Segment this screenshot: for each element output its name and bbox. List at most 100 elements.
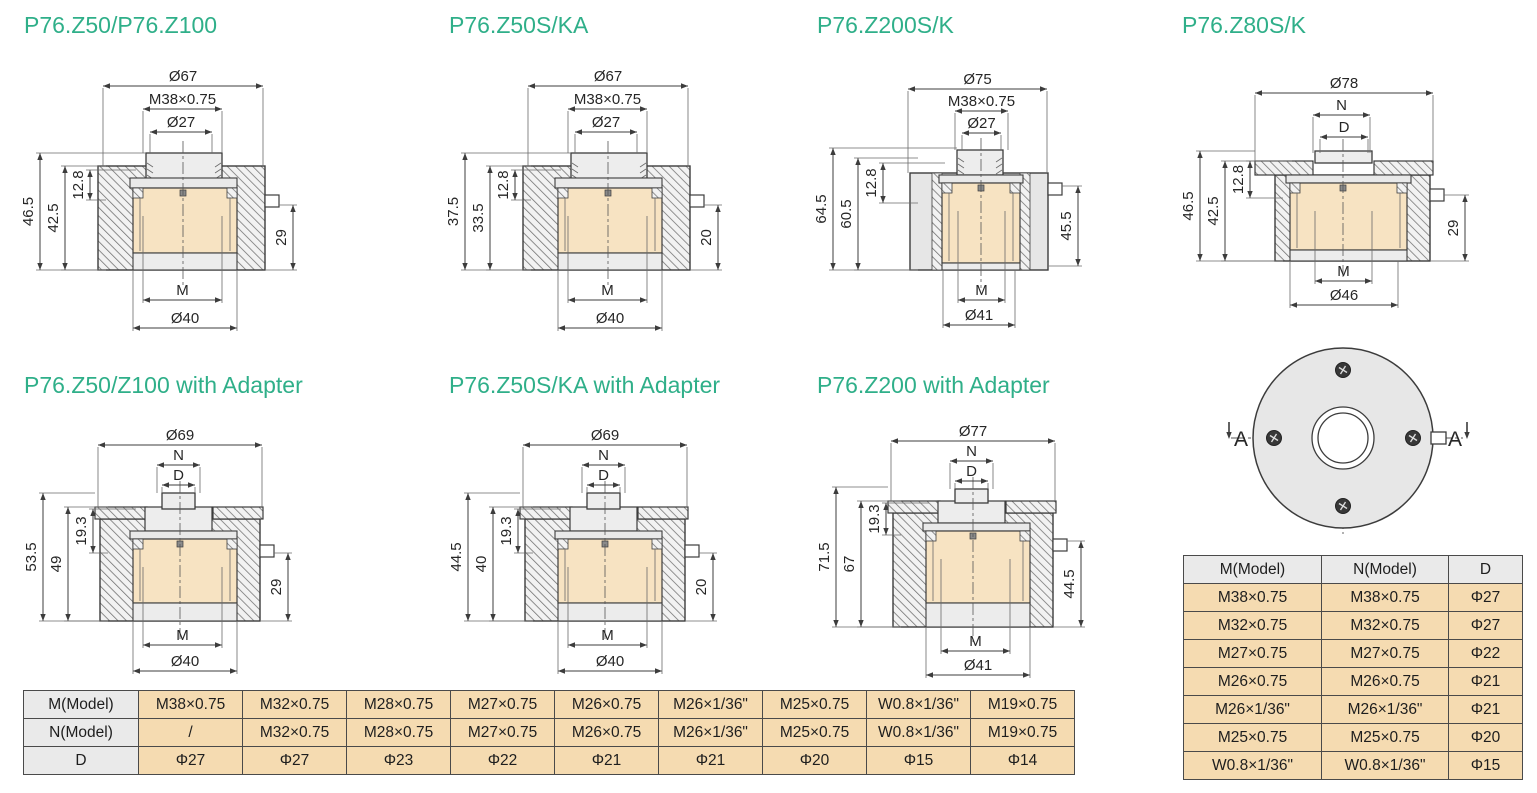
table-cell: Φ21	[658, 746, 763, 775]
dim-label: M	[176, 282, 189, 299]
column-header: N(Model)	[1321, 555, 1449, 584]
dim-label: 60.5	[838, 199, 855, 228]
orientation-tab	[1430, 431, 1447, 445]
table-cell: Φ15	[866, 746, 971, 775]
table-cell: W0.8×1/36"	[1321, 751, 1449, 780]
dim-label: D	[598, 467, 609, 484]
dim-label: 12.8	[495, 170, 512, 199]
table-cell: Φ22	[1448, 639, 1523, 668]
dim-label: Ø40	[596, 653, 624, 670]
dim-label: Ø69	[166, 427, 194, 444]
dim-label: 19.3	[866, 504, 883, 533]
dim-label: 44.5	[1061, 569, 1078, 598]
dim-label: M38×0.75	[948, 93, 1015, 110]
dim-label: Ø46	[1330, 287, 1358, 304]
dim-label: M	[969, 633, 982, 650]
table-cell: W0.8×1/36"	[866, 690, 971, 719]
dim-label: 46.5	[20, 197, 37, 226]
row-header: M(Model)	[23, 690, 139, 719]
column-header: D	[1448, 555, 1523, 584]
table-cell: M26×1/36"	[1183, 695, 1322, 724]
dim-label: 29	[1445, 220, 1462, 237]
drawing-title: P76.Z50/P76.Z100	[24, 12, 218, 38]
dim-label: 20	[698, 229, 715, 246]
dim-label: 42.5	[1205, 196, 1222, 225]
dim-label: 45.5	[1058, 211, 1075, 240]
table-cell: Φ20	[762, 746, 867, 775]
dim-label: Ø41	[964, 657, 992, 674]
dim-label: Ø69	[591, 427, 619, 444]
table-cell: /	[138, 718, 243, 747]
table-cell: Φ27	[138, 746, 243, 775]
table-cell: M32×0.75	[242, 718, 347, 747]
table-cell: W0.8×1/36"	[1183, 751, 1322, 780]
column-header: M(Model)	[1183, 555, 1322, 584]
dim-label: 12.8	[70, 170, 87, 199]
table-cell: M25×0.75	[762, 718, 867, 747]
table-cell: M25×0.75	[1183, 723, 1322, 752]
dim-label: D	[966, 463, 977, 480]
dim-label: 44.5	[448, 542, 465, 571]
table-cell: M26×0.75	[554, 718, 659, 747]
table-cell: Φ27	[242, 746, 347, 775]
table-row: M26×1/36"M26×1/36"Φ21	[1183, 695, 1523, 724]
table-cell: M26×0.75	[1183, 667, 1322, 696]
table-cell: Φ22	[450, 746, 555, 775]
dim-label: 40	[473, 556, 490, 573]
table-cell: M19×0.75	[970, 718, 1075, 747]
dim-label: Ø40	[171, 310, 199, 327]
table-cell: Φ27	[1448, 583, 1523, 612]
table-cell: M19×0.75	[970, 690, 1075, 719]
table-cell: M32×0.75	[242, 690, 347, 719]
table-cell: M27×0.75	[450, 718, 555, 747]
table-cell: M26×1/36"	[658, 718, 763, 747]
table-cell: M25×0.75	[762, 690, 867, 719]
dim-label: Ø67	[594, 68, 622, 85]
row-header: D	[23, 746, 139, 775]
table-cell: Φ21	[554, 746, 659, 775]
dim-label: 42.5	[45, 203, 62, 232]
dim-label: 64.5	[813, 194, 830, 223]
section-label-left: A	[1234, 428, 1248, 451]
table-cell: M27×0.75	[1321, 639, 1449, 668]
dim-label: 20	[693, 579, 710, 596]
drawing-title: P76.Z200 with Adapter	[817, 372, 1050, 398]
dim-label: Ø27	[167, 114, 195, 131]
dim-label: Ø27	[592, 114, 620, 131]
table-cell: M27×0.75	[450, 690, 555, 719]
dim-label: M	[176, 627, 189, 644]
table-cell: M27×0.75	[1183, 639, 1322, 668]
dim-label: 12.8	[863, 168, 880, 197]
dim-label: M38×0.75	[574, 91, 641, 108]
dim-label: 33.5	[470, 203, 487, 232]
dim-label: 37.5	[445, 197, 462, 226]
section-label-right: A	[1448, 428, 1462, 451]
dim-label: Ø75	[963, 71, 991, 88]
table-cell: M28×0.75	[346, 718, 451, 747]
table-cell: Φ23	[346, 746, 451, 775]
table-cell: Φ15	[1448, 751, 1523, 780]
drawing-title: P76.Z200S/K	[817, 12, 954, 38]
table-header-row: M(Model)N(Model)D	[1183, 555, 1523, 584]
dim-label: Ø67	[169, 68, 197, 85]
dim-label: M	[975, 282, 988, 299]
table-cell: Φ21	[1448, 667, 1523, 696]
